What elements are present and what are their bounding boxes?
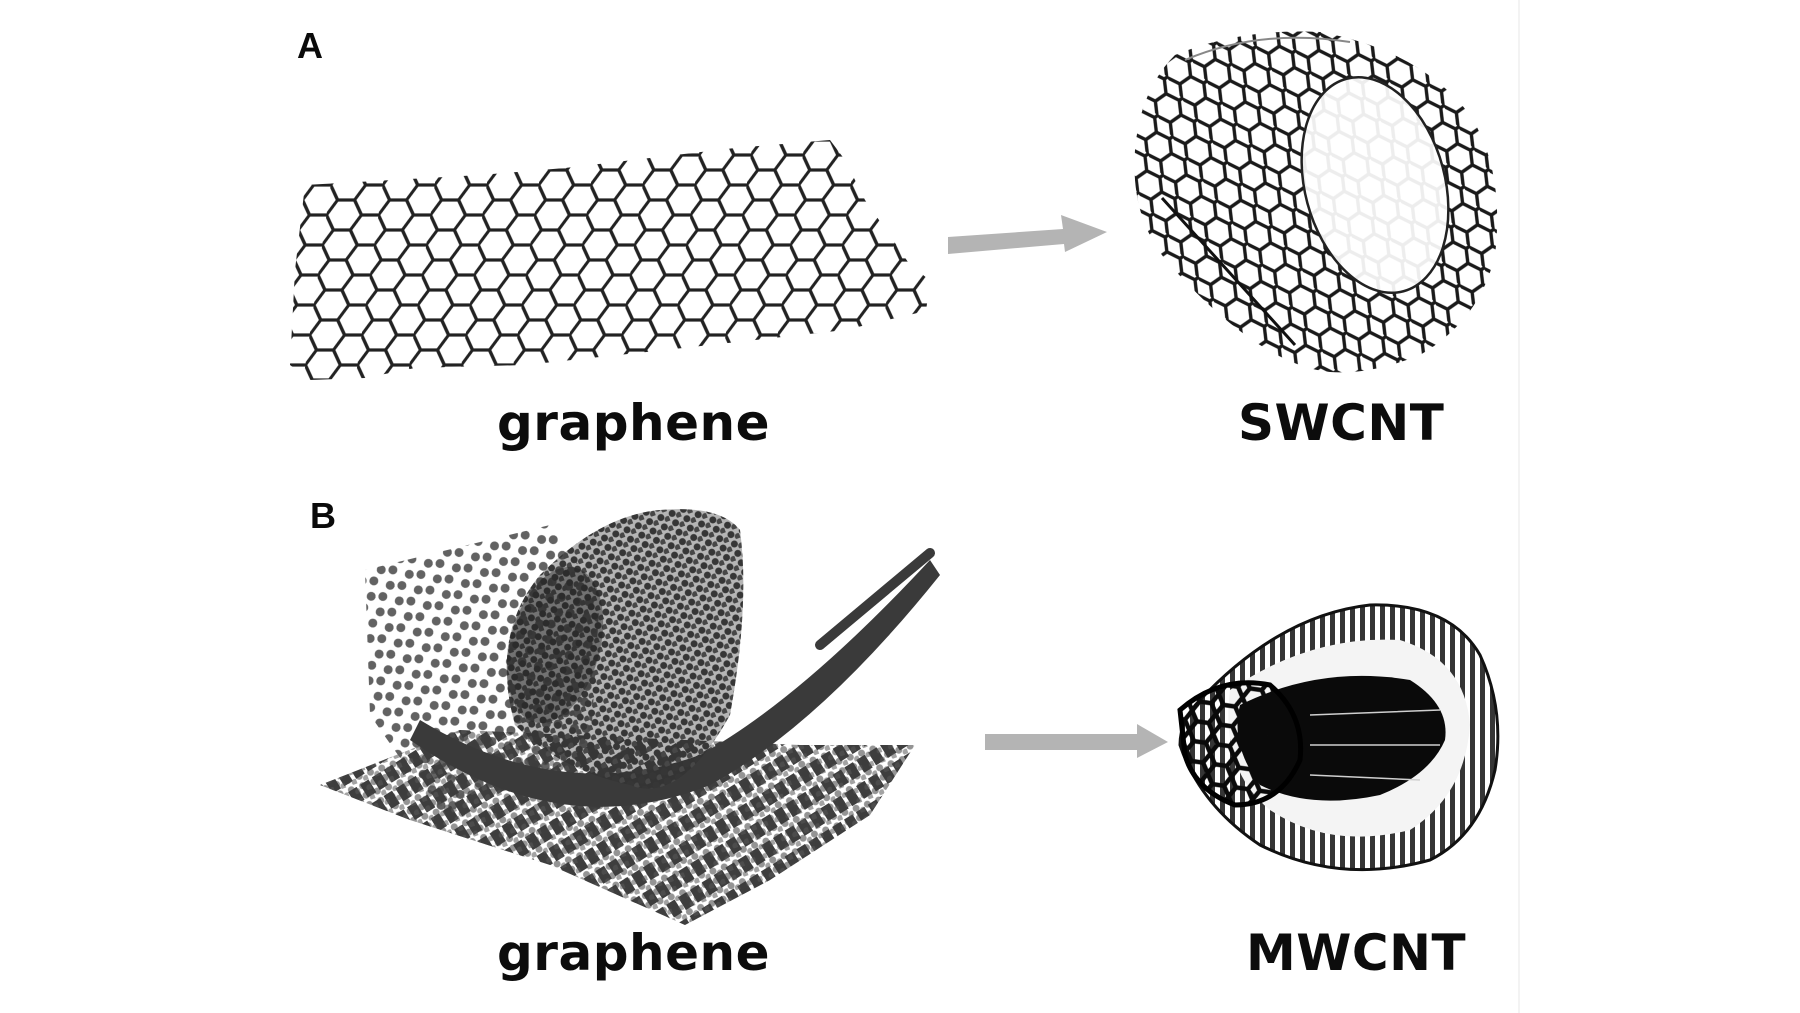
caption-graphene-a: graphene (497, 394, 770, 452)
rolled-graphene-b (320, 509, 940, 925)
caption-swcnt: SWCNT (1238, 394, 1445, 452)
arrow-a-icon (948, 215, 1107, 254)
swcnt-tube (1134, 31, 1498, 373)
panel-label-b: B (310, 495, 336, 536)
graphene-sheet-a (290, 140, 940, 380)
arrow-b-icon (985, 724, 1168, 758)
caption-mwcnt: MWCNT (1246, 924, 1467, 982)
panel-label-a: A (297, 25, 323, 66)
caption-graphene-b: graphene (497, 924, 770, 982)
mwcnt-tube (1177, 603, 1500, 872)
page-edge-divider (1518, 0, 1520, 1013)
